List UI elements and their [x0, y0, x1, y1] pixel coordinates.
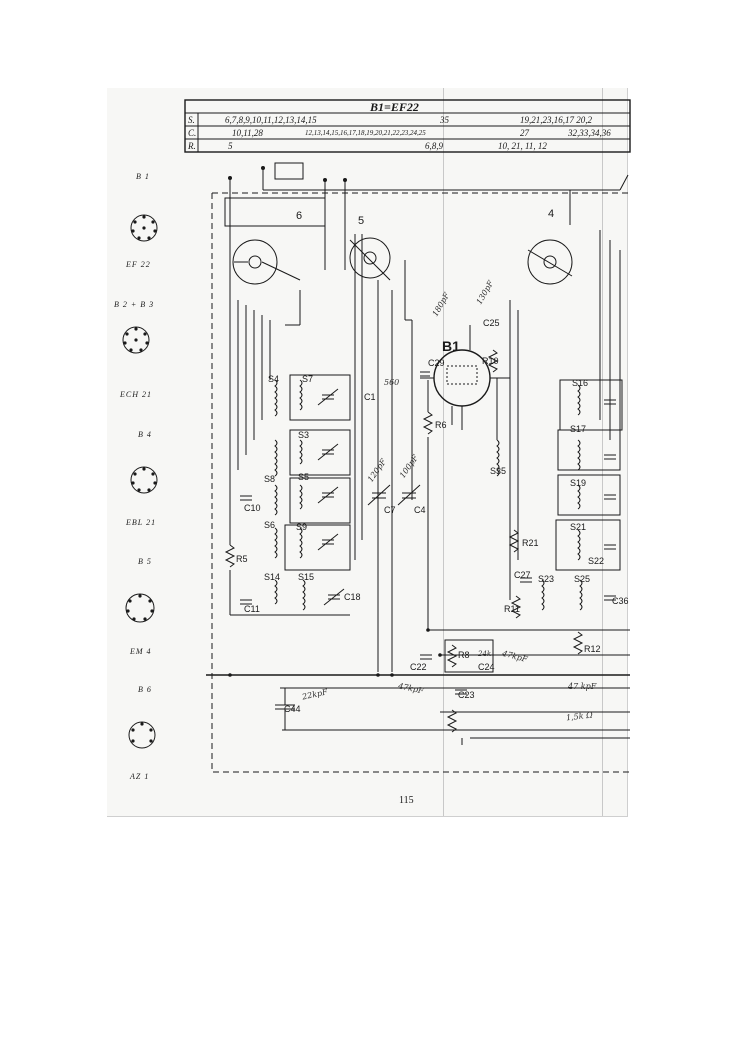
tube-type: AZ 1 [130, 772, 150, 781]
coil-label: S14 [264, 572, 281, 582]
tube-name: B 5 [138, 557, 152, 566]
coil-label: S19 [570, 478, 587, 488]
coil-label: S8 [264, 474, 276, 484]
coil-label: S21 [570, 522, 587, 532]
handwritten-note: 24k [478, 650, 492, 658]
coil-label: S22 [588, 556, 605, 566]
capacitor-label: C1 [364, 392, 376, 402]
tube-name: B 6 [138, 685, 152, 694]
capacitor-label: C44 [284, 704, 301, 714]
coil-label: S35 [490, 466, 507, 476]
header-row-value: 19,21,23,16,17 20,2 [520, 115, 592, 125]
capacitor-label: C23 [458, 690, 475, 700]
header-row-key: S. [188, 115, 195, 125]
capacitor-label: C24 [478, 662, 495, 672]
header-row-value: 27 [520, 128, 529, 138]
capacitor-label: C29 [428, 358, 445, 368]
header-row-value: 5 [228, 141, 233, 151]
resistor-label: R5 [236, 554, 248, 564]
capacitor-label: C36 [612, 596, 629, 606]
capacitor-label: C22 [410, 662, 427, 672]
coil-label: S4 [268, 374, 280, 384]
tube-name: B 4 [138, 430, 152, 439]
tube-type: EBL 21 [126, 518, 157, 527]
resistor-label: R6 [435, 420, 447, 430]
coil-label: S6 [264, 520, 276, 530]
coil-label: S25 [574, 574, 591, 584]
header-row-value: 10, 21, 11, 12 [498, 141, 547, 151]
header-row-value: 6,8,9 [425, 141, 443, 151]
switch-label: 5 [358, 215, 365, 227]
handwritten-note: 47 kpF [568, 682, 597, 691]
capacitor-label: C11 [244, 604, 260, 614]
resistor-label: R10 [482, 356, 499, 366]
capacitor-label: C7 [384, 505, 396, 515]
tube-name: B 2 + B 3 [114, 300, 155, 309]
capacitor-label: C10 [244, 503, 261, 513]
header-row-value: 35 [440, 115, 449, 125]
coil-label: S16 [572, 378, 589, 388]
resistor-label: R12 [584, 644, 601, 654]
fold-line [602, 88, 603, 816]
scanned-sheet [107, 88, 628, 817]
capacitor-label: C25 [483, 318, 500, 328]
switch-label: 4 [548, 208, 555, 220]
header-row-value: 12,13,14,15,16,17,18,19,20,21,22,23,24,2… [305, 129, 426, 137]
tube-name: B 1 [136, 172, 150, 181]
header-row-value: 32,33,34,36 [568, 128, 611, 138]
capacitor-label: C18 [344, 592, 361, 602]
switch-label: 6 [296, 210, 303, 222]
coil-label: S3 [298, 430, 310, 440]
capacitor-label: C4 [414, 505, 426, 515]
header-row-value: 10,11,28 [232, 128, 263, 138]
coil-label: S9 [296, 522, 308, 532]
header-row-value: 6,7,8,9,10,11,12,13,14,15 [225, 115, 317, 125]
resistor-label: R21 [522, 538, 539, 548]
resistor-label: R8 [458, 650, 470, 660]
tube-b1-label: B1 [442, 338, 460, 354]
coil-label: S7 [302, 374, 314, 384]
tube-type: EM 4 [130, 647, 152, 656]
header-row-key: R. [188, 141, 196, 151]
coil-label: S17 [570, 424, 587, 434]
header-title: B1=EF22 [370, 100, 419, 114]
handwritten-note: 560 [384, 378, 400, 387]
header-row-key: C. [188, 128, 197, 138]
tube-type: EF 22 [126, 260, 151, 269]
tube-type: ECH 21 [120, 390, 152, 399]
capacitor-label: C27 [514, 570, 531, 580]
coil-label: S5 [298, 472, 310, 482]
page-number: 115 [399, 795, 414, 806]
fold-line [443, 88, 444, 816]
resistor-label: R11 [504, 604, 520, 614]
coil-label: S23 [538, 574, 555, 584]
coil-label: S15 [298, 572, 315, 582]
